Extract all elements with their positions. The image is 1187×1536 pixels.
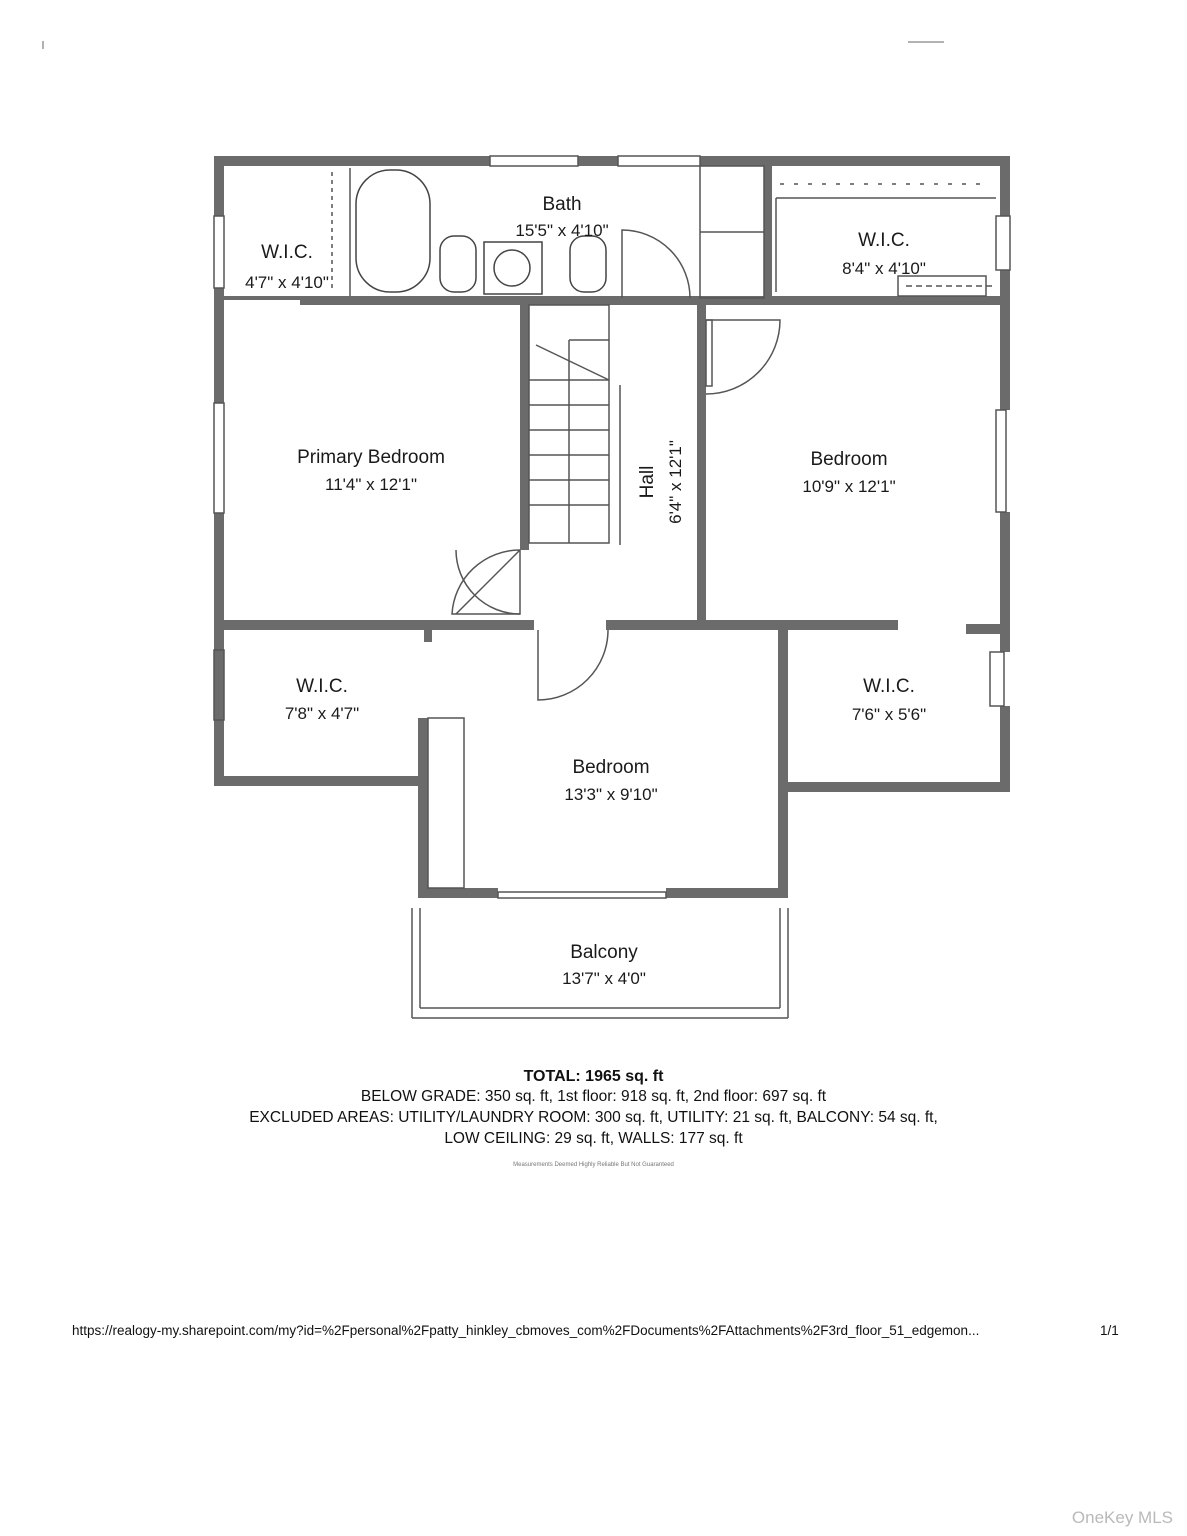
- footer-url: https://realogy-my.sharepoint.com/my?id=…: [72, 1323, 980, 1338]
- watermark: OneKey MLS: [1071, 1508, 1173, 1527]
- room-wic-bottom-right: W.I.C. 7'6" x 5'6": [852, 676, 926, 724]
- room-dimensions: 6'4" x 12'1": [666, 440, 685, 524]
- room-dimensions: 8'4" x 4'10": [842, 259, 926, 278]
- room-balcony: Balcony 13'7" x 4'0": [562, 942, 646, 988]
- area-breakdown-line-3: LOW CEILING: 29 sq. ft, WALLS: 177 sq. f…: [444, 1130, 743, 1147]
- total-area: TOTAL: 1965 sq. ft: [523, 1068, 664, 1085]
- room-dimensions: 4'7" x 4'10": [245, 273, 329, 292]
- area-breakdown-line-1: BELOW GRADE: 350 sq. ft, 1st floor: 918 …: [360, 1088, 827, 1105]
- room-name: W.I.C.: [858, 230, 910, 251]
- room-wic-top-right: W.I.C. 8'4" x 4'10": [842, 230, 926, 278]
- room-name: Primary Bedroom: [297, 447, 445, 468]
- room-wic-top-left: W.I.C. 4'7" x 4'10": [245, 242, 329, 292]
- room-dimensions: 13'3" x 9'10": [564, 785, 657, 804]
- room-dimensions: 13'7" x 4'0": [562, 969, 646, 988]
- fine-print: Measurements Deemed Highly Reliable But …: [513, 1162, 674, 1168]
- area-breakdown-line-2: EXCLUDED AREAS: UTILITY/LAUNDRY ROOM: 30…: [249, 1109, 938, 1126]
- room-dimensions: 11'4" x 12'1": [325, 475, 417, 494]
- room-hall: Hall 6'4" x 12'1": [637, 440, 685, 524]
- room-name: Bedroom: [572, 757, 649, 778]
- stairs: [528, 304, 621, 545]
- room-bath: Bath 15'5" x 4'10": [515, 194, 608, 240]
- room-primary-bedroom: Primary Bedroom 11'4" x 12'1": [297, 447, 445, 494]
- room-dimensions: 7'6" x 5'6": [852, 705, 926, 724]
- room-name: W.I.C.: [296, 676, 348, 697]
- room-name: Bedroom: [810, 449, 887, 470]
- room-name: Balcony: [570, 942, 638, 963]
- bath-fixtures: [331, 165, 996, 299]
- room-bedroom-right: Bedroom 10'9" x 12'1": [802, 449, 895, 496]
- doors: [427, 229, 987, 889]
- room-name: W.I.C.: [261, 242, 313, 263]
- walls: [214, 156, 1010, 898]
- balcony-outline: [411, 908, 789, 1019]
- room-dimensions: 7'8" x 4'7": [285, 704, 359, 723]
- room-name: Hall: [637, 466, 658, 499]
- room-wic-bottom-left: W.I.C. 7'8" x 4'7": [285, 676, 359, 723]
- room-dimensions: 10'9" x 12'1": [802, 477, 895, 496]
- windows: [213, 155, 1011, 899]
- room-bedroom-bottom: Bedroom 13'3" x 9'10": [564, 757, 657, 804]
- footer-page-number: 1/1: [1100, 1323, 1119, 1338]
- room-name: Bath: [542, 194, 581, 215]
- room-name: W.I.C.: [863, 676, 915, 697]
- room-dimensions: 15'5" x 4'10": [515, 221, 608, 240]
